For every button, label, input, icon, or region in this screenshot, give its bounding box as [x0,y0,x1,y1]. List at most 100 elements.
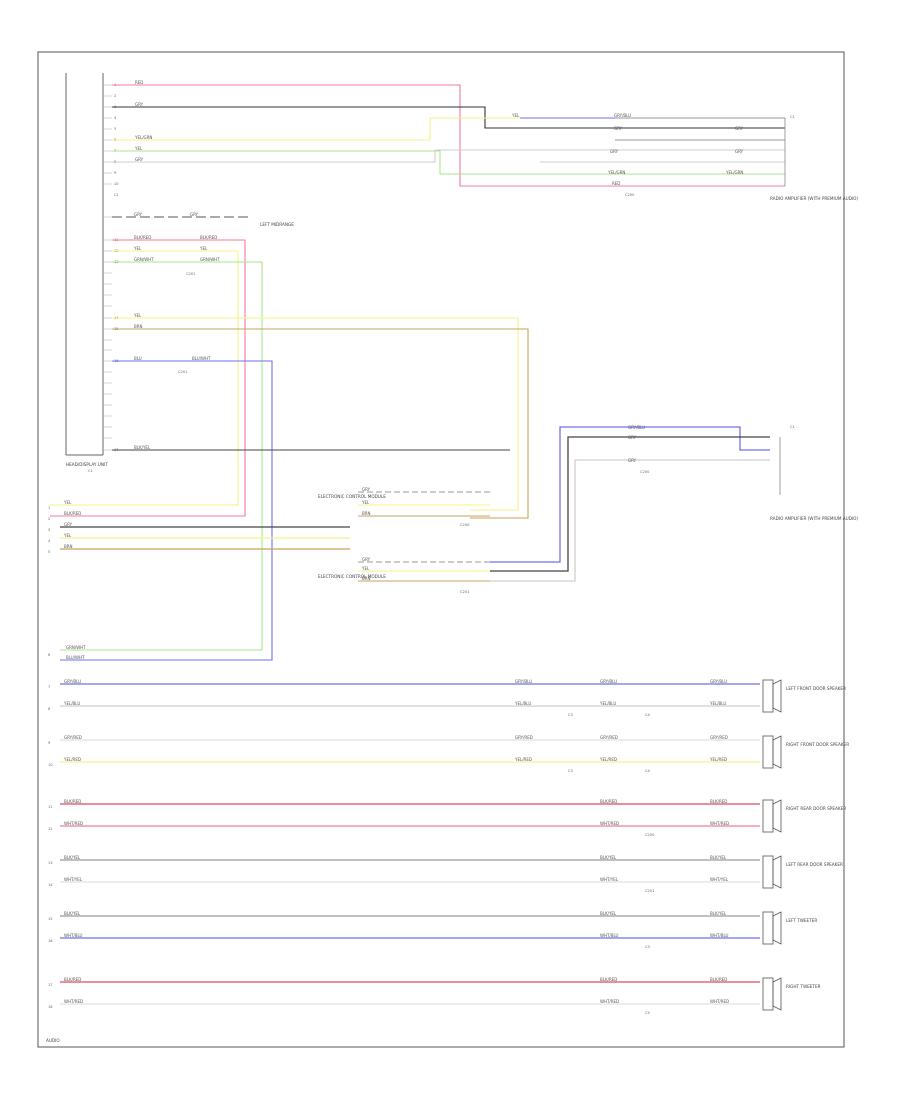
middle-harness [50,216,529,661]
wire-label: BRN [134,324,143,329]
connector-label: C200 [625,193,635,197]
pin-number: 1 [48,506,50,510]
pin-number: 16 [48,939,53,943]
wire-label: GRY/RED [515,735,533,740]
page-reference: AUDIO [46,1038,60,1043]
wire-label: WHT/RED [710,999,729,1004]
amplifier-bottom-label: RADIO AMPLIFIER (WITH PREMIUM AUDIO) [770,516,858,521]
wire-label: BLK/YEL [134,445,151,450]
wire-green [112,150,785,175]
wire-blue-amp [490,426,770,563]
pin-number: C1 [114,193,119,197]
module-b-label: ELECTRONIC CONTROL MODULE [318,574,386,579]
wire-yellow-mid [50,250,239,506]
wire-label: YEL [511,113,520,118]
wire-label: YEL/BLU [709,701,726,706]
wire-label: GRY/BLU [600,679,617,684]
wire-label: GRY [190,212,199,217]
wire-label: YEL [134,146,143,151]
wire-label: WHT/RED [64,821,83,826]
connector-label: C1 [790,115,795,119]
pin-number: 14 [48,883,53,887]
pin-number: 18 [48,1005,53,1009]
speaker-row-connectors: C3 C4 C3 C4 C200 C201 C3 C4 [568,713,655,1015]
head-unit-label: HEAD/DISPLAY UNIT [66,462,108,467]
speaker-label: RIGHT REAR DOOR SPEAKER [786,806,846,811]
speaker-rf-tweeter: RIGHT TWEETER [762,977,821,1011]
wire-label: BLK/RED [710,977,727,982]
connector-label: C4 [645,713,651,717]
speaker-lf-tweeter: LEFT TWEETER [762,911,817,945]
wire-gray-amp [490,459,770,582]
wire-label: GRY [64,522,73,527]
wire-label: WHT/YEL [64,877,83,882]
wire-label: GRY [135,102,144,107]
wire-label: YEL [361,500,370,505]
diagram-frame [37,51,845,1048]
wire-label: YEL/GRN [725,170,743,175]
connector-label: C4 [645,769,651,773]
speaker-label: RIGHT FRONT DOOR SPEAKER [786,742,849,747]
wire-label: GRY/BLU [628,425,645,430]
connector-label: C201 [178,370,187,374]
speaker-label: RIGHT TWEETER [786,984,821,989]
module-b: ELECTRONIC CONTROL MODULE GRY YEL BRN C2… [318,557,490,594]
amplifier-top-label: RADIO AMPLIFIER (WITH PREMIUM AUDIO) [770,196,858,201]
wire-label: WHT/BLU [710,933,729,938]
pin-number: 17 [48,983,53,987]
wire-label: GRY [614,126,623,131]
wire-label: YEL/RED [599,757,617,762]
wire-label: BLK/RED [64,977,81,982]
wire-red-mid [50,239,246,517]
wire-label: GRY/RED [710,735,728,740]
pin-number: 13 [48,861,53,865]
left-row-pins: 1 2 3 4 5 6 7 8 9 10 11 12 13 14 15 16 1… [48,506,53,1009]
wire-label: BLK/RED [200,235,217,240]
wire-label: YEL/GRN [134,135,152,140]
pin-number: 15 [48,917,53,921]
top-harness [112,84,785,187]
wire-gray-2 [112,149,785,163]
wire-label: WHT/BLU [600,933,619,938]
pin-number: 8 [48,707,51,711]
speaker-wires [60,683,760,1005]
wire-label: BLK/RED [64,511,81,516]
connector-label: C3 [568,713,573,717]
pin-number: 4 [48,539,51,543]
connector-label: C201 [645,889,654,893]
wire-label: YEL [133,313,142,318]
pin-number: 9 [48,741,51,745]
amplifier-bottom-labels: GRY/BLU GRY GRY C200 C1 RADIO AMPLIFIER … [628,425,858,521]
connector-label: C3 [568,769,573,773]
wire-label: BLU/WHT [192,356,211,361]
head-unit-pins [103,84,112,451]
pin-number: 10 [48,763,53,767]
speaker-label: LEFT REAR DOOR SPEAKER [786,862,843,867]
speaker-lr-door: LEFT REAR DOOR SPEAKER [762,855,843,889]
wire-label: YEL [133,246,142,251]
connector-label: C200 [640,470,650,474]
wire-label: GRY [362,557,371,562]
wire-label: YEL/RED [709,757,727,762]
left-bundle-labels: YEL BLK/RED GRY YEL BRN GRN/WHT BLU/WHT [63,500,86,660]
wire-label: GRY/RED [64,735,82,740]
connector-label: C3 [645,945,650,949]
wire-label: WHT/RED [600,821,619,826]
head-unit-connector-a: C1 [88,469,93,473]
wire-black-amp [490,436,770,572]
wire-label: BLK/RED [600,799,617,804]
pin-number: 10 [114,182,119,186]
pin-number: 6 [48,653,51,657]
head-unit: HEAD/DISPLAY UNIT C1 [65,73,108,473]
wire-label: GRY/BLU [64,679,81,684]
wire-label: BRN [362,511,371,516]
wire-label: GRN/WHT [66,645,86,650]
speaker-rf-door: RIGHT FRONT DOOR SPEAKER [762,735,849,769]
wire-label: WHT/BLU [64,933,83,938]
left-bundle [60,526,350,550]
wire-label: GRY [610,149,619,154]
amplifier-top: C1 RADIO AMPLIFIER (WITH PREMIUM AUDIO) [770,115,858,201]
speaker-wire-labels: GRY/BLU GRY/BLU GRY/BLU GRY/BLU YEL/BLU … [63,679,729,1004]
wire-label: BLU/WHT [66,655,85,660]
wire-label: BLK/YEL [710,855,727,860]
